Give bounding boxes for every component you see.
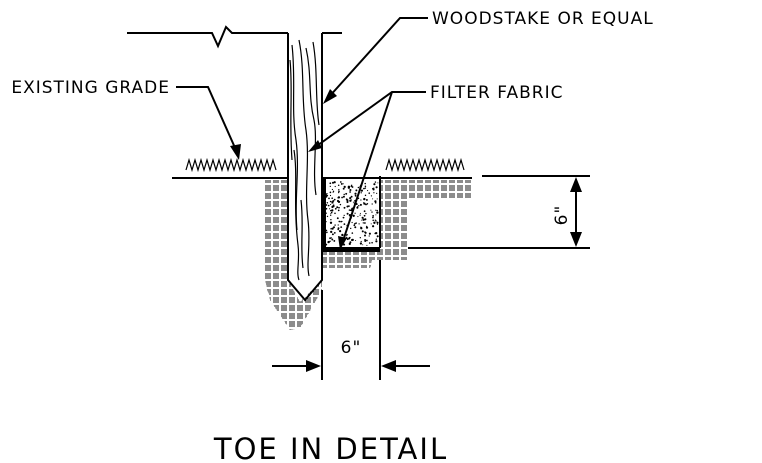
woodstake-label: WOODSTAKE OR EQUAL xyxy=(432,9,654,29)
soil-hatching xyxy=(265,180,472,330)
filter-fabric-leader xyxy=(308,91,426,250)
wood-stake xyxy=(287,33,323,302)
filter-fabric xyxy=(322,178,380,252)
grass-left xyxy=(185,157,277,173)
filter-fabric-label: FILTER FABRIC xyxy=(430,83,563,103)
grass-right xyxy=(385,157,465,173)
vertical-dimension xyxy=(408,175,590,249)
vertical-dimension-label: 6" xyxy=(552,205,572,226)
horizontal-dimension xyxy=(272,260,430,380)
existing-grade-leader xyxy=(176,86,241,160)
woodstake-leader xyxy=(323,17,428,104)
existing-grade-label: EXISTING GRADE xyxy=(11,78,170,98)
detail-title: TOE IN DETAIL xyxy=(213,432,448,463)
ground-surface xyxy=(127,25,472,249)
horizontal-dimension-label: 6" xyxy=(341,338,362,358)
